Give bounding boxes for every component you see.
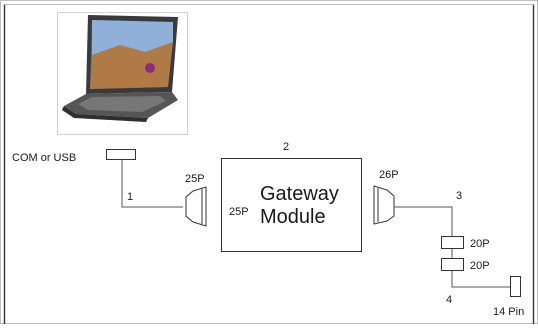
right-connector-label: 26P [379,169,399,181]
laptop-keyboard [78,96,166,112]
laptop-edge [62,106,148,122]
com-usb-label: COM or USB [12,152,76,164]
cable-3-number: 3 [456,190,462,202]
cable-4-number: 4 [446,294,452,306]
upper-20p-connector [441,236,464,249]
cable-4 [451,271,510,288]
screen-desert [90,42,173,89]
left-connector-label: 25P [185,173,205,185]
cable-1 [121,160,183,208]
laptop-image [57,12,188,135]
com-usb-port-box [106,149,136,160]
upper-20p-label: 20P [470,238,490,250]
lower-20p-connector [441,258,464,271]
screen-rider [145,63,155,73]
left-25p-connector [185,186,207,227]
end-14pin-connector [510,276,521,297]
screen-sky [92,20,173,55]
cable-3 [394,206,453,236]
end-connector-label: 14 Pin [493,306,524,318]
gateway-module-box [221,158,362,252]
right-26p-connector [373,185,395,225]
module-number: 2 [283,141,289,153]
module-title-line2: Module [260,206,326,228]
module-inner-port-label: 25P [229,206,249,218]
module-title-line1: Gateway [260,183,339,205]
cable-1-number: 1 [127,191,133,203]
lower-20p-label: 20P [470,260,490,272]
